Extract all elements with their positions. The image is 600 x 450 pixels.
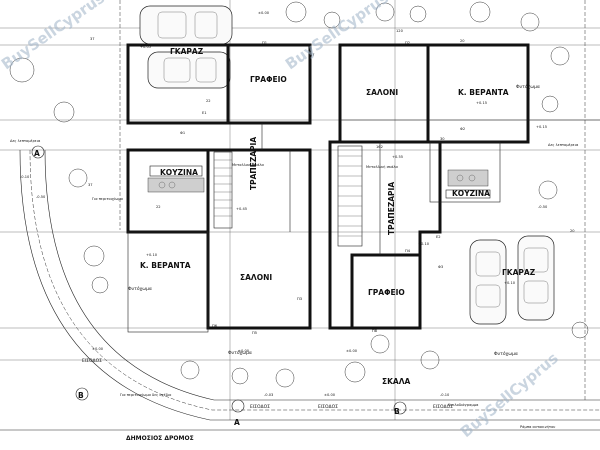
room-office-left: ΓΡΑΦΕΙΟ	[250, 75, 287, 84]
section-a-left: A	[34, 149, 40, 158]
dim-8: 22	[156, 205, 161, 209]
kerb-label: Κυκλοδιάγραμμα	[448, 403, 479, 407]
stair-note-right: Μεταλλική σκάλα	[366, 165, 398, 169]
section-b-bottom: B	[394, 407, 400, 416]
garden-4: Φυτόχωμα	[494, 350, 518, 357]
right-house-walls	[328, 43, 600, 330]
room-dining-left: ΤΡΑΠΕΖΑΡΙΑ	[249, 137, 258, 190]
garden-3: Φυτόχωμα	[228, 349, 252, 356]
room-kitchen-left: ΚΟΥΖΙΝΑ	[160, 168, 198, 177]
dim-3: 22	[206, 99, 211, 103]
car-top-1	[139, 5, 233, 45]
section-b-left: B	[78, 391, 84, 400]
garden-1: Φυτόχωμα	[516, 83, 540, 90]
level-13: -0.10	[20, 175, 30, 179]
entrance-mid2: ΕΙΣΟΔΟΣ	[318, 404, 338, 410]
room-veranda-left: Κ. ΒΕΡΑΝΤΑ	[140, 261, 191, 270]
level-3: +0.15	[476, 101, 487, 105]
opening-p6: Π6	[212, 324, 218, 328]
room-office-right: ΓΡΑΦΕΙΟ	[368, 288, 405, 297]
room-garage-top: ΓΚΑΡΑΖ	[170, 47, 204, 56]
tiles-left: Δες λεπτομέρεια	[10, 139, 41, 143]
car-top-2	[147, 51, 231, 89]
level-9: ±0.00	[238, 349, 250, 353]
level-11: -0.50	[36, 195, 46, 199]
car-right-2	[517, 235, 555, 321]
opening-e1: E1	[202, 111, 207, 115]
level-2: ±0.00	[258, 11, 270, 15]
level-4: +0.15	[536, 125, 547, 129]
level-14: -0.03	[264, 393, 273, 397]
level-5: +0.55	[392, 155, 403, 159]
entrance-mid: ΕΙΣΟΔΟΣ	[250, 404, 270, 410]
opening-p4: Π4	[405, 249, 411, 253]
level-8: +0.10	[146, 253, 158, 257]
room-stairs: ΣΚΑΛΑ	[382, 377, 411, 386]
kitchen-left-counter	[147, 165, 205, 193]
pavement-right: Ράμπα αυτοκινήτου	[520, 425, 555, 429]
left-house-walls	[126, 43, 312, 333]
room-kitchen-right: ΚΟΥΖΙΝΑ	[452, 189, 490, 198]
garden-2: Φυτόχωμα	[128, 285, 152, 292]
stair-note-left: Μεταλλική σκάλα	[232, 163, 264, 167]
car-right-1	[469, 239, 507, 325]
dim-5: 37	[90, 37, 95, 41]
room-salon-right: ΣΑΛΟΝΙ	[366, 88, 398, 97]
stairs-right	[337, 145, 363, 247]
level-12: ±0.00	[92, 347, 104, 351]
opening-p1: Π1	[262, 41, 267, 45]
room-veranda-right: Κ. ΒΕΡΑΝΤΑ	[458, 88, 509, 97]
entrance-left: ΕΙΣΟΔΟΣ	[82, 358, 102, 364]
section-markers	[31, 145, 407, 415]
room-dining-right: ΤΡΑΠΕΖΑΡΙΑ	[387, 182, 396, 235]
opening-f1: Φ1	[180, 131, 185, 135]
opening-e2: E2	[436, 235, 441, 239]
level-6: +0.10	[418, 242, 430, 246]
dim-10: 20	[460, 39, 465, 43]
level-1: +0.05	[140, 45, 151, 49]
dim-9: 37	[310, 53, 315, 57]
dim-1: 120	[396, 29, 404, 33]
level-16: -0.10	[440, 393, 450, 397]
level-10: +0.10	[504, 281, 516, 285]
dim-7: 162	[376, 145, 383, 149]
opening-p2: Π2	[405, 41, 410, 45]
opening-p3: Π3	[297, 297, 302, 301]
landscaping	[9, 1, 589, 388]
level-15: ±0.00	[324, 393, 336, 397]
level-18: -0.50	[538, 205, 548, 209]
watermark-upper-right: BuySellCyprus	[282, 0, 392, 73]
level-7: +0.45	[236, 207, 247, 211]
dim-6: 30	[440, 137, 445, 141]
tiles-right: Δες λεπτομέρεια	[548, 143, 579, 147]
opening-p8: Π8	[372, 329, 378, 333]
kitchen-right-counter	[445, 169, 491, 199]
entrance-right: ΕΙΣΟΔΟΣ	[433, 404, 453, 410]
stairs-left	[213, 151, 233, 229]
room-garage-right: ΓΚΑΡΑΖ	[502, 268, 536, 277]
dim-4: 20	[570, 229, 575, 233]
opening-f2: Φ2	[460, 127, 465, 131]
opening-p5: Π5	[252, 331, 257, 335]
section-a-bottom: A	[234, 418, 240, 427]
opening-f3: Φ3	[438, 265, 443, 269]
opening-p7: Π7	[304, 121, 309, 125]
level-17: ±0.00	[346, 349, 358, 353]
fence-note: Για περιτοιχίωμα δες σχέδιο	[120, 393, 171, 397]
room-salon-left: ΣΑΛΟΝΙ	[240, 273, 272, 282]
pavement-left: Για περιτοιχίωμα	[92, 197, 123, 201]
road-label: ΔΗΜΟΣΙΟΣ ΔΡΟΜΟΣ	[126, 435, 194, 442]
dim-2: 37	[88, 183, 93, 187]
